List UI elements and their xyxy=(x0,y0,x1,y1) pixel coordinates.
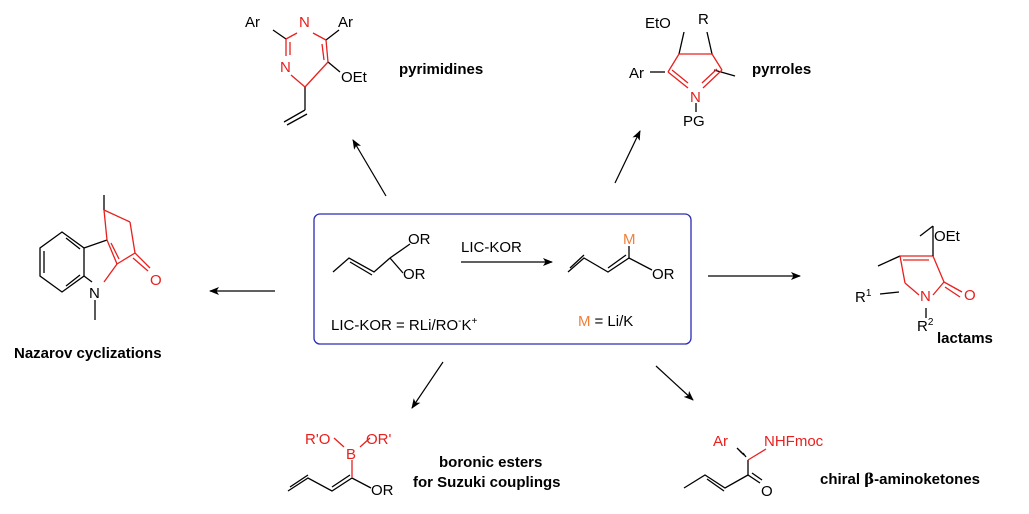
lactam-structure: OEt R1 N O R2 lactams xyxy=(855,225,993,347)
aminoketone-nhfmoc: NHFmoc xyxy=(764,433,824,450)
arrow-to-pyrroles xyxy=(614,130,641,184)
starting-acetal xyxy=(332,243,411,276)
lactam-n: N xyxy=(920,288,931,305)
pyrroles-label: pyrroles xyxy=(752,61,811,78)
nazarov-label: Nazarov cyclizations xyxy=(14,345,162,362)
nazarov-o: O xyxy=(150,272,162,289)
metal-m-label: M xyxy=(623,231,636,248)
acetal-or-bottom: OR xyxy=(403,266,426,283)
aminoketone-o: O xyxy=(761,483,773,500)
pyrimidine-oet: OEt xyxy=(341,69,368,86)
boronic-ro-right: OR' xyxy=(366,431,392,448)
pyrimidine-n-left: N xyxy=(280,59,291,76)
outgoing-arrows xyxy=(209,130,801,409)
pyrimidine-ar-left: Ar xyxy=(245,14,260,31)
metallated-diene xyxy=(567,246,653,273)
center-box: OR OR LIC-KOR M OR LIC-KOR = RLi/RO-K+ M… xyxy=(313,213,692,345)
aminoketones-label: chiral β-aminoketones xyxy=(820,470,980,488)
pyrrole-structure: EtO R Ar N PG pyrroles xyxy=(629,11,811,130)
aminoketone-ar: Ar xyxy=(713,433,728,450)
boronic-label-line1: boronic esters xyxy=(439,454,542,471)
pyrrole-ar: Ar xyxy=(629,65,644,82)
lic-kor-definition: LIC-KOR = RLi/RO-K+ xyxy=(331,316,477,334)
lactam-o: O xyxy=(964,287,976,304)
boronic-label-line2: for Suzuki couplings xyxy=(413,474,561,491)
lactam-r2: R2 xyxy=(917,317,934,335)
pyrrole-eto: EtO xyxy=(645,15,671,32)
boronic-ester-structure: R'O B OR' OR boronic esters for Suzuki c… xyxy=(287,431,561,499)
pyrimidine-n-top: N xyxy=(299,14,310,31)
pyrrole-pg: PG xyxy=(683,113,705,130)
pyrimidine-structure: Ar N Ar N OEt pyrimidines xyxy=(245,14,483,126)
arrow-to-aminoketones xyxy=(655,365,694,401)
lactams-label: lactams xyxy=(937,330,993,347)
arrow-to-pyrimidines xyxy=(352,139,387,197)
lactam-oet: OEt xyxy=(934,228,961,245)
arrow-to-boronic xyxy=(411,361,444,409)
boronic-b: B xyxy=(346,446,356,463)
pyrimidines-label: pyrimidines xyxy=(399,61,483,78)
pyrrole-n: N xyxy=(690,89,701,106)
diene-or-label: OR xyxy=(652,266,675,283)
boronic-or: OR xyxy=(371,482,394,499)
pyrrole-r: R xyxy=(698,11,709,28)
reaction-arrow-label: LIC-KOR xyxy=(461,239,522,256)
nazarov-structure: N O Nazarov cyclizations xyxy=(14,195,162,362)
metal-definition: M= Li/K xyxy=(578,313,633,330)
boronic-ro-left: R'O xyxy=(305,431,330,448)
pyrimidine-ar-right: Ar xyxy=(338,14,353,31)
acetal-or-top: OR xyxy=(408,231,431,248)
aminoketone-structure: Ar NHFmoc O chiral β-aminoketones xyxy=(683,433,980,500)
nazarov-n: N xyxy=(89,285,100,302)
lactam-r1: R1 xyxy=(855,288,872,306)
